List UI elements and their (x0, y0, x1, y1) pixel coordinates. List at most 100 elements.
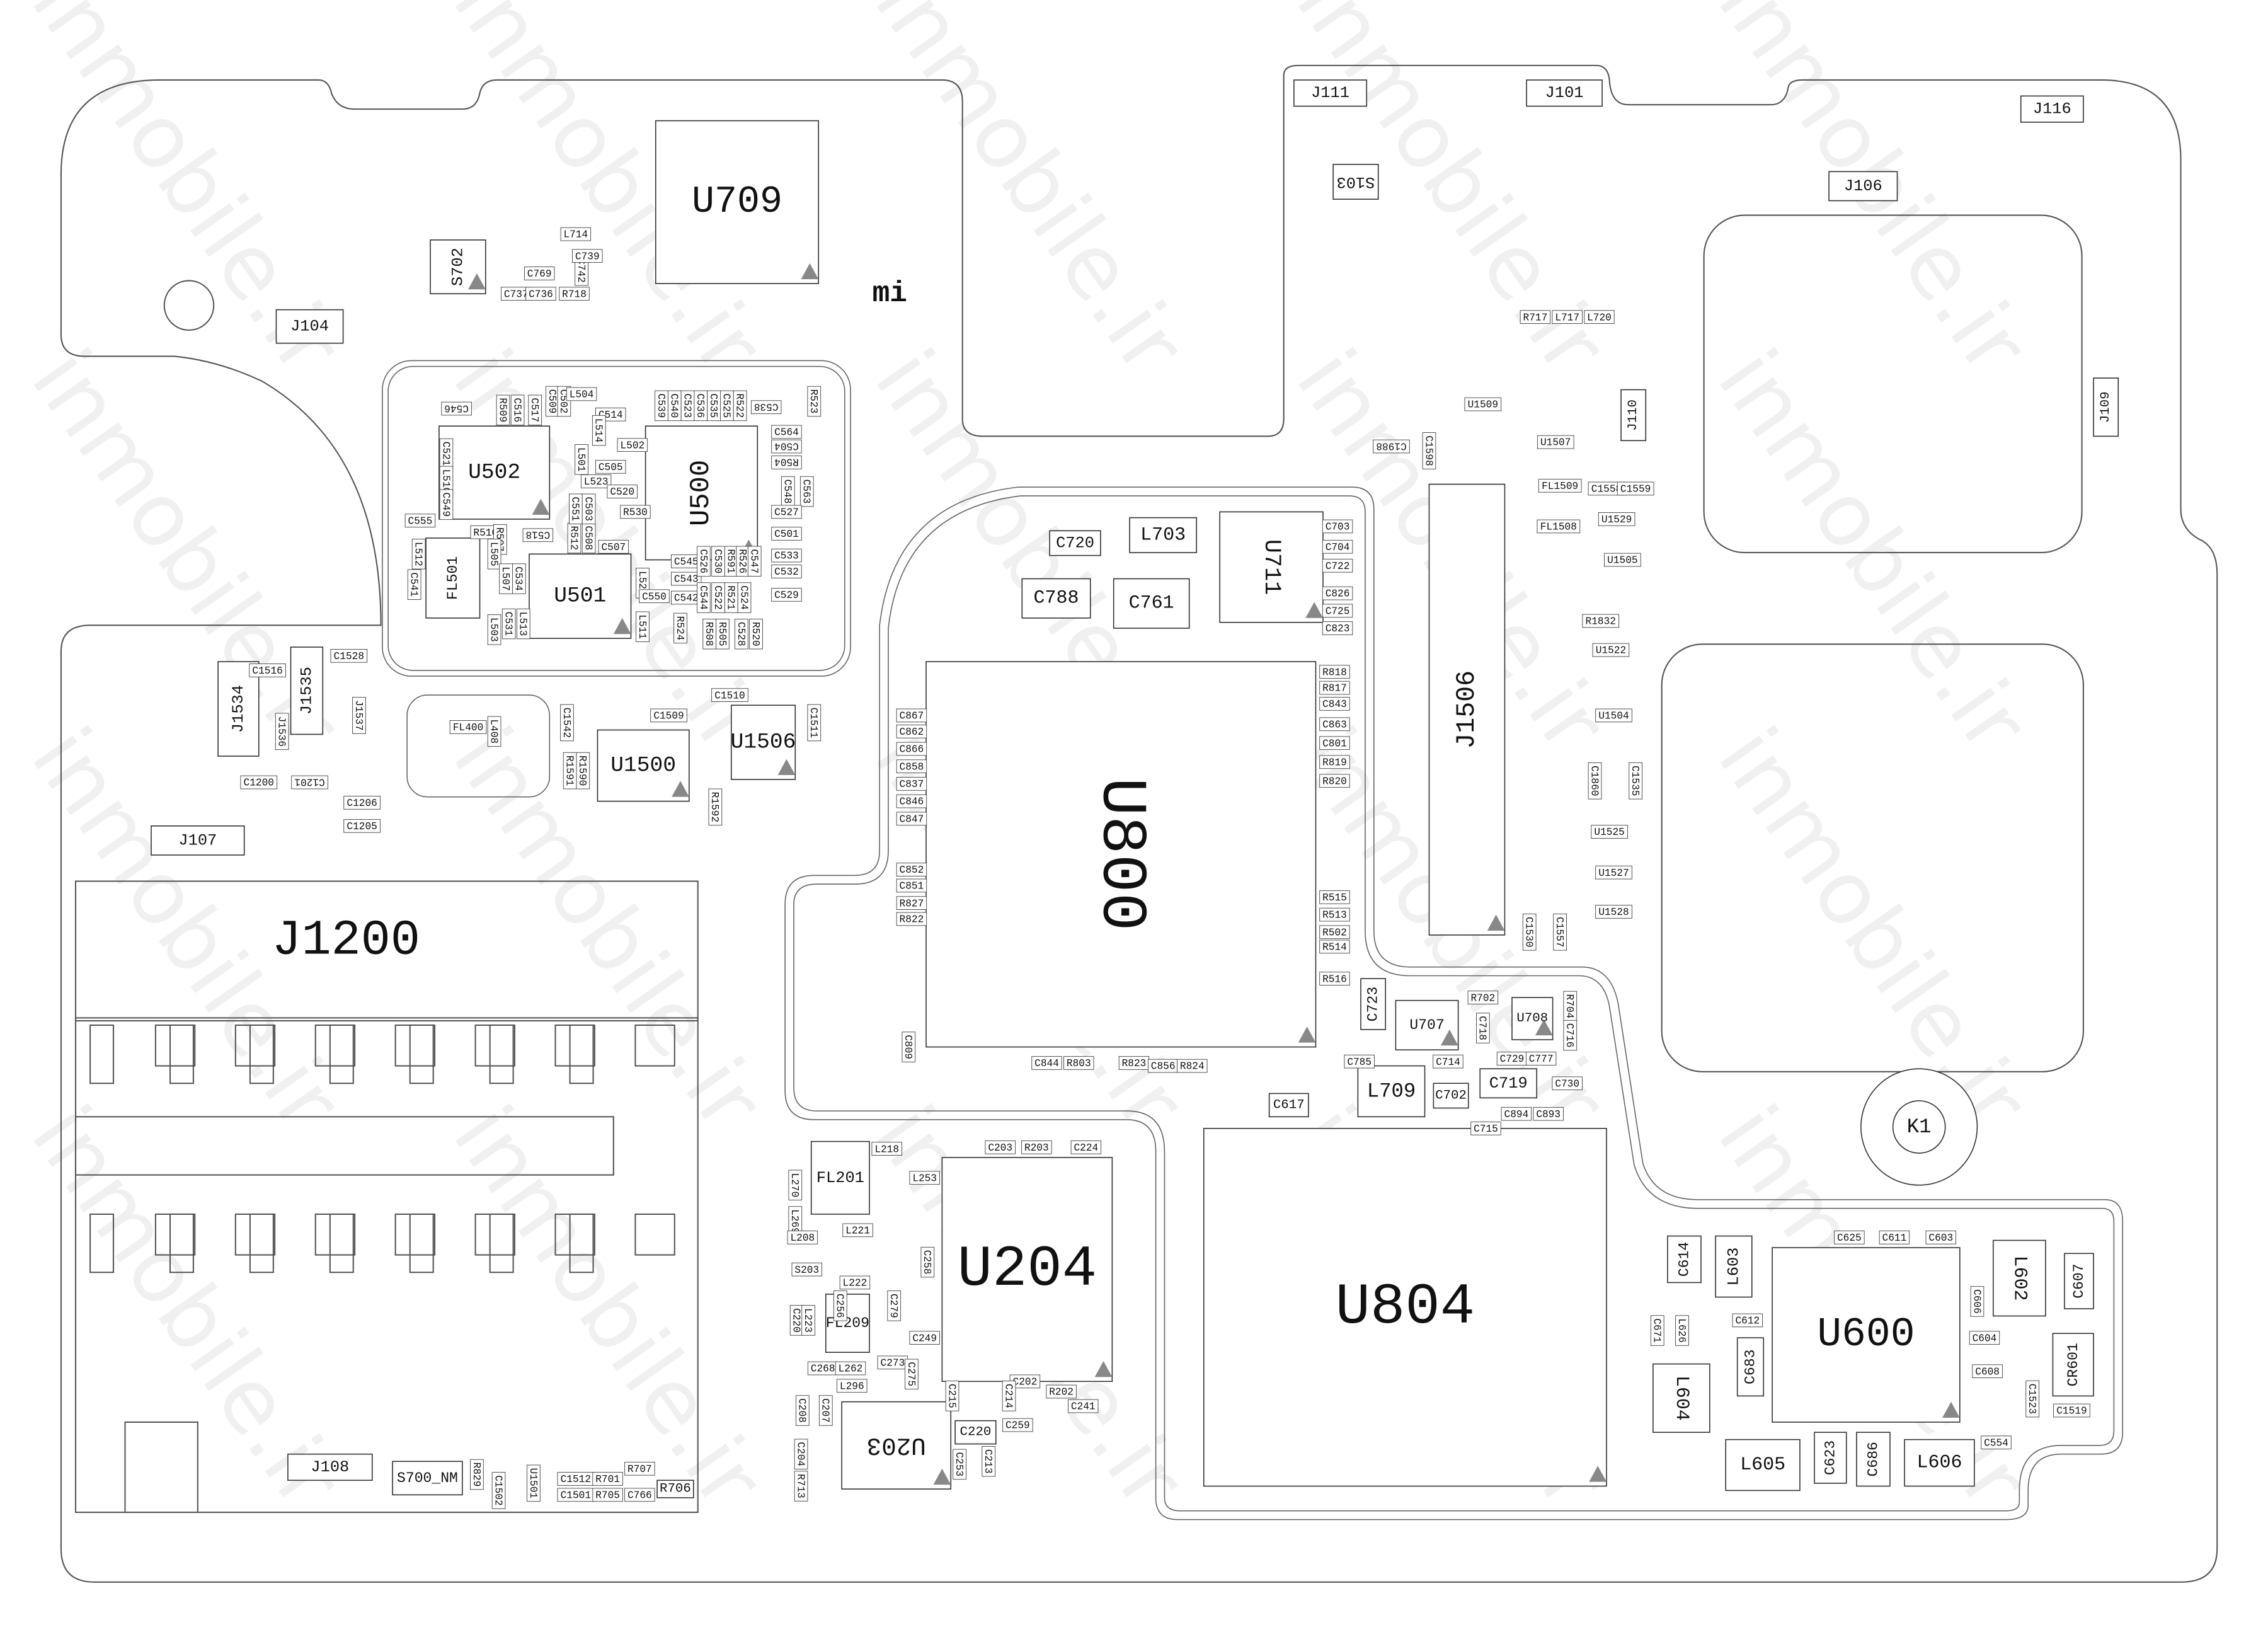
component-l714[interactable]: L714 (560, 227, 592, 241)
component-c544[interactable]: C544 (697, 582, 711, 613)
component-u1528[interactable]: U1528 (1595, 905, 1632, 919)
component-c275[interactable]: C275 (905, 1359, 919, 1390)
component-c533[interactable]: C533 (771, 548, 802, 563)
component-j106[interactable]: J106 (1828, 171, 1898, 202)
component-c1988[interactable]: C1988 (1373, 439, 1410, 454)
component-r1591[interactable]: R1591 (563, 752, 577, 790)
component-r803[interactable]: R803 (1063, 1056, 1094, 1070)
component-c224[interactable]: C224 (1070, 1140, 1102, 1154)
component-c1557[interactable]: C1557 (1553, 913, 1567, 951)
component-l222[interactable]: L222 (839, 1275, 871, 1290)
component-c683[interactable]: C683 (1736, 1337, 1765, 1397)
component-r706[interactable]: R706 (656, 1480, 694, 1498)
component-r520[interactable]: R520 (749, 618, 763, 650)
component-c1860[interactable]: C1860 (1588, 762, 1602, 800)
component-c545[interactable]: C545 (671, 554, 702, 568)
component-l505[interactable]: L505 (487, 539, 501, 570)
component-c1530[interactable]: C1530 (1522, 913, 1537, 951)
component-u1527[interactable]: U1527 (1595, 865, 1632, 880)
component-l223[interactable]: L223 (801, 1305, 815, 1336)
component-c844[interactable]: C844 (1031, 1056, 1062, 1070)
component-fl201[interactable]: FL201 (810, 1141, 870, 1215)
component-c503[interactable]: C503 (581, 493, 596, 524)
component-c623[interactable]: C623 (1814, 1432, 1847, 1484)
component-l603[interactable]: L603 (1715, 1235, 1753, 1298)
component-c268[interactable]: C268 (807, 1361, 839, 1376)
component-c516[interactable]: C516 (510, 394, 525, 426)
component-c534[interactable]: C534 (512, 563, 526, 594)
component-c893[interactable]: C893 (1533, 1106, 1564, 1121)
component-c785[interactable]: C785 (1344, 1054, 1375, 1069)
component-c508[interactable]: C508 (581, 522, 596, 554)
component-c541[interactable]: C541 (407, 569, 421, 600)
component-c535[interactable]: C535 (707, 390, 721, 422)
component-c525[interactable]: C525 (720, 390, 734, 422)
component-r824[interactable]: R824 (1177, 1059, 1208, 1073)
component-c522[interactable]: C522 (711, 582, 725, 613)
component-c504[interactable]: C504 (771, 439, 802, 454)
component-c766[interactable]: C766 (624, 1488, 655, 1502)
component-u709[interactable]: U709 (655, 120, 820, 284)
component-c527[interactable]: C527 (771, 505, 802, 519)
component-c213[interactable]: C213 (982, 1446, 996, 1477)
component-l253[interactable]: L253 (909, 1171, 940, 1185)
component-c742[interactable]: C742 (575, 255, 588, 286)
component-c564[interactable]: C564 (771, 425, 802, 439)
component-c501[interactable]: C501 (771, 527, 802, 541)
component-l523[interactable]: L523 (580, 474, 612, 488)
component-r502[interactable]: R502 (1319, 925, 1350, 939)
component-fl400[interactable]: FL400 (449, 720, 487, 734)
component-c241[interactable]: C241 (1068, 1399, 1099, 1413)
component-u1505[interactable]: U1505 (1604, 553, 1641, 567)
component-c1200[interactable]: C1200 (240, 775, 278, 790)
component-l605[interactable]: L605 (1725, 1439, 1801, 1491)
component-c671[interactable]: C671 (1650, 1315, 1664, 1346)
component-u1507[interactable]: U1507 (1537, 435, 1574, 449)
component-u1525[interactable]: U1525 (1591, 825, 1628, 839)
component-c1598[interactable]: C1598 (1422, 432, 1436, 469)
component-l606[interactable]: L606 (1904, 1439, 1975, 1487)
component-u1529[interactable]: U1529 (1598, 512, 1635, 526)
component-u1504[interactable]: U1504 (1595, 708, 1632, 723)
component-c617[interactable]: C617 (1268, 1093, 1309, 1118)
component-c529[interactable]: C529 (771, 588, 802, 602)
component-r526[interactable]: R526 (736, 546, 750, 577)
component-l602[interactable]: L602 (1993, 1239, 2046, 1317)
component-c704[interactable]: C704 (1322, 539, 1353, 554)
component-r823[interactable]: R823 (1118, 1056, 1150, 1070)
component-c530[interactable]: C530 (711, 546, 725, 577)
component-c1516[interactable]: C1516 (249, 664, 286, 677)
component-c722[interactable]: C722 (1322, 558, 1353, 573)
component-c518[interactable]: C518 (522, 528, 554, 543)
component-c1535[interactable]: C1535 (1629, 762, 1642, 800)
component-c1558[interactable]: C1558 (1588, 481, 1625, 496)
component-c220[interactable]: C220 (954, 1420, 997, 1445)
component-l511[interactable]: L511 (636, 611, 650, 642)
component-c826[interactable]: C826 (1322, 586, 1353, 600)
component-c725[interactable]: C725 (1322, 604, 1353, 618)
component-c788[interactable]: C788 (1021, 578, 1091, 619)
component-c1201[interactable]: C1201 (291, 775, 328, 790)
component-r591[interactable]: R591 (724, 546, 738, 577)
component-u800[interactable]: U800 (925, 661, 1317, 1048)
component-c204[interactable]: C204 (794, 1439, 808, 1469)
component-c723[interactable]: C723 (1360, 978, 1387, 1030)
component-c718[interactable]: C718 (1476, 1013, 1490, 1043)
component-l262[interactable]: L262 (835, 1361, 866, 1376)
component-r513[interactable]: R513 (1319, 907, 1350, 922)
component-c739[interactable]: C739 (572, 249, 603, 263)
component-c517[interactable]: C517 (528, 394, 542, 426)
component-u1501[interactable]: U1501 (527, 1464, 541, 1502)
component-u501[interactable]: U501 (529, 553, 632, 639)
component-c258[interactable]: C258 (920, 1246, 935, 1278)
component-c502[interactable]: C502 (557, 386, 571, 417)
component-c549[interactable]: C549 (439, 489, 454, 520)
component-r822[interactable]: R822 (896, 912, 927, 926)
component-c801[interactable]: C801 (1319, 736, 1350, 750)
component-r820[interactable]: R820 (1319, 774, 1350, 788)
component-c520[interactable]: C520 (607, 485, 638, 498)
component-c214[interactable]: C214 (1002, 1381, 1016, 1411)
component-c546[interactable]: C546 (441, 401, 472, 416)
component-c532[interactable]: C532 (771, 565, 802, 578)
component-l221[interactable]: L221 (842, 1223, 873, 1238)
